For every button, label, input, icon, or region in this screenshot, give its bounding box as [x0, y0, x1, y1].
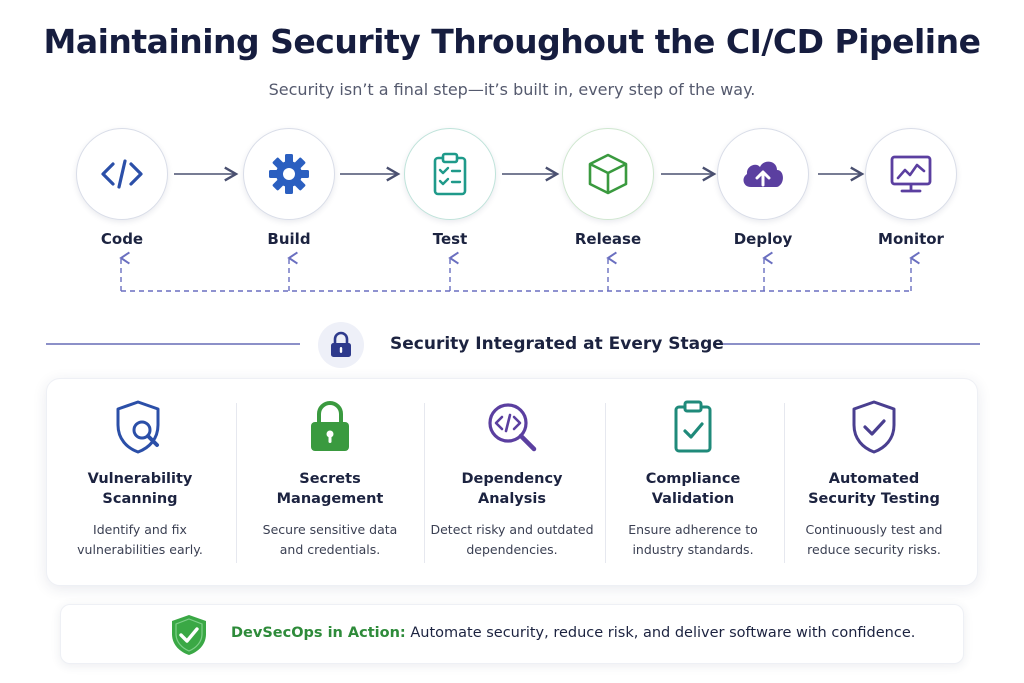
card-separator — [605, 403, 606, 563]
stage-build: Build — [243, 128, 335, 248]
stage-label: Deploy — [733, 230, 793, 248]
stage-test: Test — [404, 128, 496, 248]
banner-text: DevSecOps in Action: Automate security, … — [231, 625, 915, 641]
code-magnifier-icon — [488, 403, 537, 452]
stage-label: Test — [432, 230, 468, 248]
lock-badge — [318, 322, 364, 368]
gear-icon — [269, 154, 309, 194]
banner-heading: DevSecOps in Action: — [231, 625, 406, 641]
page-title: Maintaining Security Throughout the CI/C… — [43, 22, 981, 61]
divider-left — [46, 343, 300, 345]
card-separator — [784, 403, 785, 563]
shield-check-icon — [852, 400, 896, 454]
section-title: Security Integrated at Every Stage — [390, 334, 724, 354]
box-icon — [588, 153, 628, 195]
security-feedback-lines — [119, 251, 920, 292]
stage-monitor: Monitor — [865, 128, 957, 248]
code-icon — [101, 159, 143, 189]
stage-label: Code — [100, 230, 144, 248]
page-subtitle: Security isn’t a final step—it’s built i… — [268, 80, 756, 99]
lock-icon — [331, 331, 351, 357]
stage-release: Release — [562, 128, 654, 248]
padlock-icon — [311, 401, 349, 451]
shield-check-icon — [172, 615, 206, 655]
card-separator — [424, 403, 425, 563]
banner-body: Automate security, reduce risk, and deli… — [410, 625, 916, 641]
stage-deploy: Deploy — [717, 128, 809, 248]
stage-code: Code — [76, 128, 168, 248]
clipboard-check-icon — [433, 152, 467, 196]
pipeline-connectors — [119, 166, 920, 292]
stage-label: Build — [267, 230, 311, 248]
devsecops-banner: DevSecOps in Action: Automate security, … — [60, 604, 964, 664]
card-separator — [236, 403, 237, 563]
monitor-chart-icon — [890, 155, 932, 193]
stage-label: Release — [574, 230, 642, 248]
clipboard-check-icon — [674, 400, 712, 453]
stage-label: Monitor — [878, 230, 944, 248]
shield-search-icon — [116, 400, 160, 454]
divider-right — [716, 343, 980, 345]
cloud-upload-icon — [743, 161, 783, 187]
